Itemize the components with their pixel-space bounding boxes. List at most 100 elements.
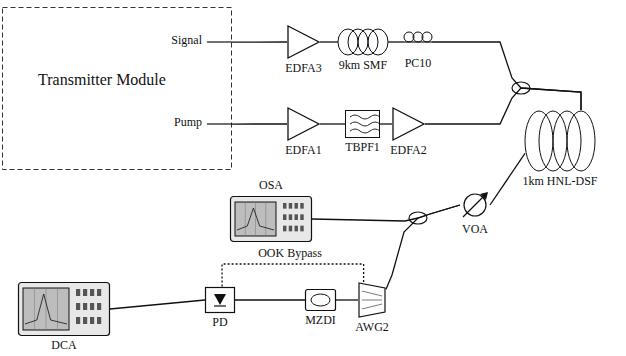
- awg-waveguide: [362, 304, 382, 309]
- attenuator-arrowhead: [480, 192, 488, 200]
- instrument-case: [231, 197, 312, 242]
- transmitter-module: Transmitter ModuleSignalPump: [2, 7, 232, 170]
- fiber-spool-icon: [338, 28, 388, 56]
- instrument-key: [97, 303, 101, 310]
- filter-wave: [350, 129, 380, 133]
- fiber-link: [232, 41, 287, 42]
- photodiode-icon: [205, 287, 235, 313]
- instrument-key: [76, 317, 80, 324]
- instrument-key: [289, 203, 292, 209]
- amplifier-icon: [392, 107, 425, 141]
- fiber-link: [336, 299, 358, 300]
- fiber-link: [320, 123, 345, 124]
- component-label: DCA: [51, 339, 76, 353]
- awg-body: [359, 283, 385, 317]
- component-label: EDFA1: [285, 144, 321, 158]
- interferometer-icon: [305, 289, 336, 311]
- fiber-link: [320, 41, 338, 42]
- instrument-key: [90, 289, 94, 296]
- amplifier: EDFA2: [392, 107, 425, 141]
- attenuator-arrow: [463, 194, 486, 217]
- attenuator: VOA: [460, 190, 490, 220]
- output-stub: [207, 123, 232, 124]
- filter-wave: [350, 122, 380, 126]
- instrument-key: [76, 289, 80, 296]
- fiber-coupler: [512, 82, 530, 94]
- fiber-link: [222, 264, 364, 287]
- attenuator-circle: [464, 194, 486, 216]
- coil-loop: [368, 29, 388, 55]
- instrument: DCA: [18, 282, 110, 336]
- fiber-link: [490, 153, 525, 205]
- fiber-spool: 9km SMF: [338, 28, 388, 56]
- diode-bar: [214, 305, 226, 306]
- screen-grid: [34, 288, 35, 330]
- instrument: OSA: [230, 196, 312, 242]
- instrument-key: [283, 203, 286, 209]
- mzdi-arms: [311, 294, 330, 306]
- instrument-key: [295, 214, 298, 220]
- amplifier: EDFA1: [287, 107, 320, 141]
- instrument-key: [300, 203, 303, 209]
- fiber-link: [386, 205, 460, 289]
- fiber-spool-icon: [525, 110, 595, 172]
- component-label: PD: [212, 316, 227, 330]
- instrument-key: [83, 317, 87, 324]
- component-label: 1km HNL-DSF: [522, 175, 597, 189]
- instrument-key: [300, 214, 303, 220]
- component-label: EDFA2: [390, 144, 426, 158]
- amplifier: EDFA3: [287, 25, 320, 59]
- instrument-key: [97, 317, 101, 324]
- fiber-link: [235, 299, 305, 300]
- instrument-key: [83, 289, 87, 296]
- component-label: AWG2: [355, 321, 389, 335]
- module-outline: [3, 8, 232, 170]
- amplifier-triangle: [288, 26, 319, 58]
- interferometer: MZDI: [305, 289, 336, 311]
- polarization-controller: PC10: [404, 30, 432, 54]
- instrument-key: [90, 303, 94, 310]
- fiber-link: [380, 123, 392, 124]
- instrument-key: [76, 303, 80, 310]
- bandpass-filter-icon: [345, 110, 380, 138]
- instrument-key: [289, 226, 292, 232]
- screen-trace: [25, 294, 67, 324]
- instrument-key: [90, 317, 94, 324]
- awg-waveguide: [362, 291, 382, 296]
- paddle-loop: [422, 32, 432, 42]
- instrument-key: [300, 226, 303, 232]
- attenuator-icon: [460, 190, 490, 220]
- awg-waveguide: [362, 300, 382, 301]
- fiber-link: [312, 205, 460, 221]
- transmitter-module-icon: [2, 7, 232, 170]
- component-label: MZDI: [305, 314, 336, 328]
- filter-wave: [350, 115, 380, 119]
- instrument-key: [295, 203, 298, 209]
- fiber-link: [388, 41, 404, 42]
- edge-label: OOK Bypass: [256, 247, 324, 261]
- amplifier-triangle: [288, 108, 319, 140]
- amplifier-triangle: [393, 108, 424, 140]
- fiber-spool: 1km HNL-DSF: [525, 110, 595, 172]
- instrument-key: [295, 226, 298, 232]
- instrument-screen: [23, 288, 69, 330]
- screen-grid: [46, 288, 47, 330]
- instrument-case: [19, 283, 110, 336]
- bandpass-filter: TBPF1: [345, 110, 380, 138]
- filter-box: [346, 111, 380, 138]
- amplifier-icon: [287, 107, 320, 141]
- amplifier-icon: [287, 25, 320, 59]
- photodiode: PD: [205, 287, 235, 313]
- port-label: Signal: [171, 34, 202, 48]
- instrument-screen: [235, 202, 276, 236]
- instrument-key: [283, 214, 286, 220]
- coil-loop: [567, 111, 595, 171]
- pd-box: [206, 288, 235, 313]
- component-label: TBPF1: [345, 141, 380, 155]
- component-label: EDFA3: [285, 62, 321, 76]
- mzdi-box: [306, 290, 336, 311]
- component-label: VOA: [462, 223, 488, 237]
- instrument-key: [97, 289, 101, 296]
- instrument-key: [283, 226, 286, 232]
